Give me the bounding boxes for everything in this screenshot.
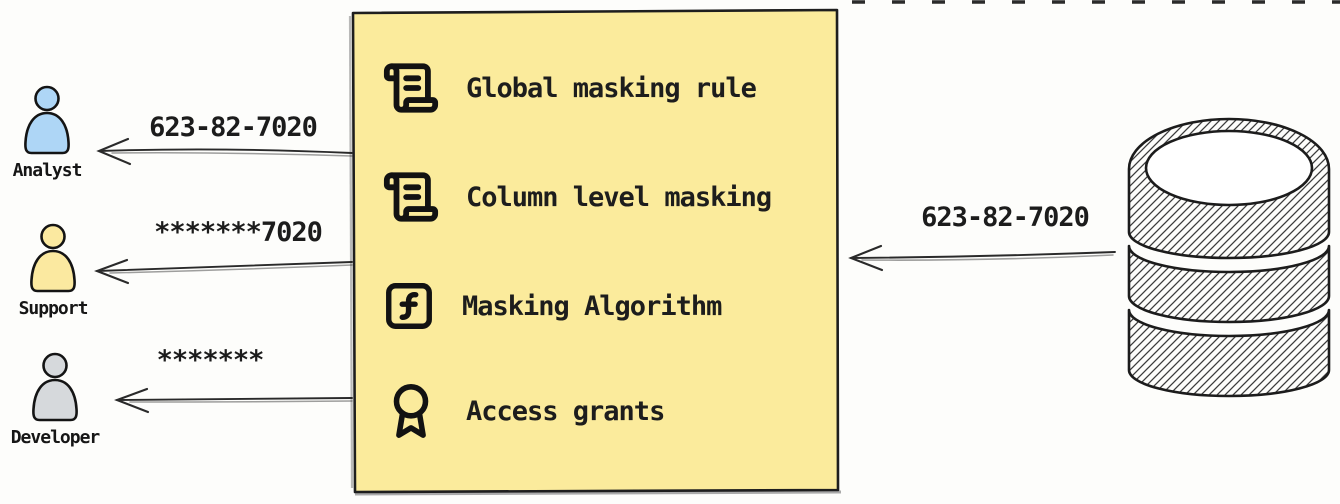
arrow-db-to-box	[848, 244, 1116, 272]
masking-feature-algorithm: Masking Algorithm	[382, 279, 722, 333]
consumer-role-label: Analyst	[12, 160, 83, 181]
masking-feature-label: Column level masking	[466, 181, 772, 213]
masking-feature-global-rule: Global masking rule	[382, 59, 757, 117]
award-icon	[393, 384, 429, 438]
masked-value-support: *******7020	[154, 217, 323, 248]
consumer-role-label: Support	[18, 298, 89, 319]
consumer-analyst: Analyst	[0, 85, 97, 181]
consumer-developer: Developer	[5, 352, 105, 448]
consumer-support: Support	[3, 223, 103, 319]
scroll-text-icon	[383, 63, 439, 113]
masking-feature-label: Global masking rule	[466, 72, 757, 104]
masking-box-shape	[348, 8, 842, 496]
scroll-text-icon	[383, 172, 439, 222]
person-icon	[30, 223, 76, 293]
arrow-box-to-support	[94, 258, 353, 285]
person-icon	[32, 352, 78, 422]
masked-value-developer: *******	[156, 345, 265, 376]
masking-feature-access-grants: Access grants	[382, 382, 665, 440]
masking-feature-column-masking: Column level masking	[382, 168, 772, 226]
consumer-role-label: Developer	[10, 427, 101, 448]
database-icon	[1127, 117, 1331, 398]
function-square-icon	[386, 283, 432, 329]
person-icon	[24, 85, 70, 155]
masking-feature-label: Masking Algorithm	[462, 290, 722, 322]
arrow-box-to-developer	[114, 387, 353, 414]
arrow-box-to-analyst	[96, 137, 353, 166]
database-output-value: 623-82-7020	[921, 202, 1090, 233]
masking-feature-label: Access grants	[466, 395, 665, 427]
masked-value-analyst: 623-82-7020	[149, 112, 318, 143]
